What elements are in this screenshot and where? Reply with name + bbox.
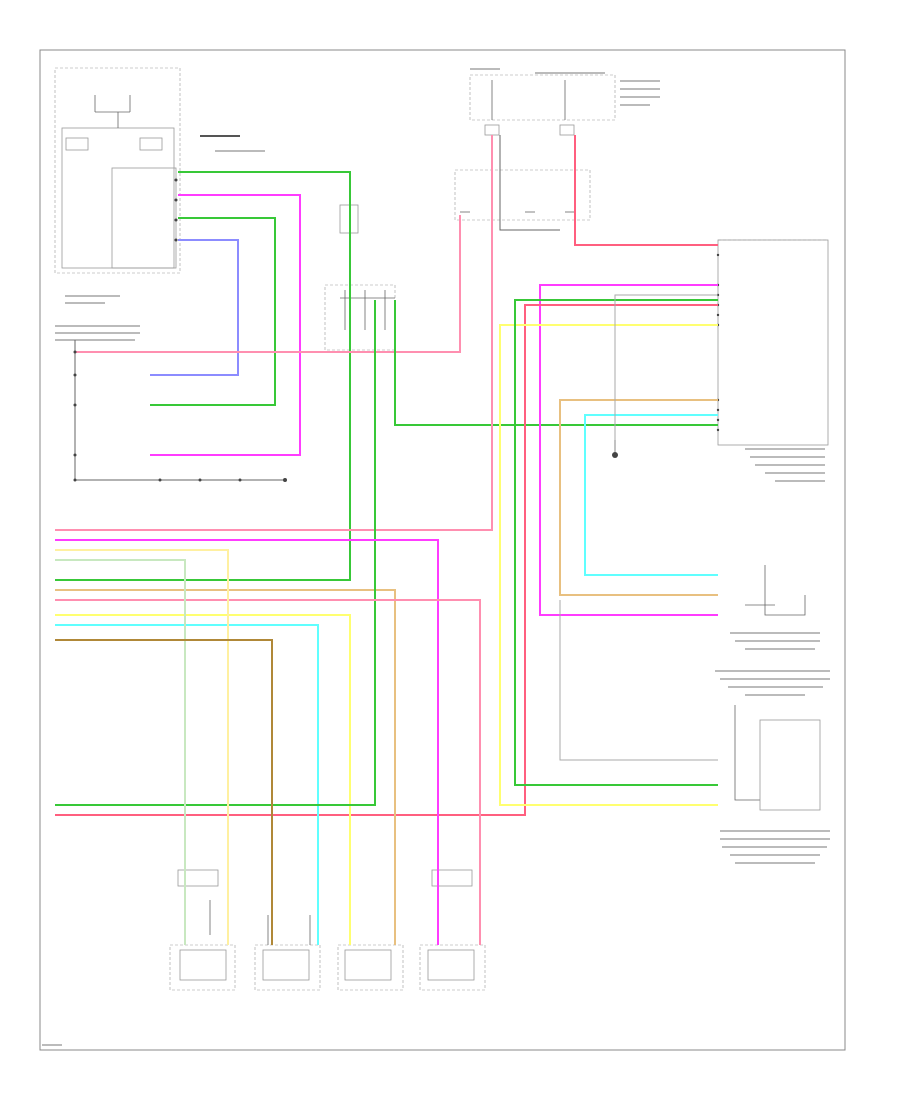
passenger-presence-sensor (734, 565, 821, 811)
wires (55, 135, 718, 945)
ground-symbol (612, 440, 618, 458)
fuse-block-top (454, 74, 616, 221)
tiny-labels (42, 68, 830, 1046)
diagram-frame (39, 49, 846, 1051)
instrument-panel-cluster (111, 167, 178, 269)
relay-block (324, 204, 396, 351)
fuse-block-top-left (54, 67, 181, 274)
sensing-module (716, 239, 829, 446)
connector-dots (73, 350, 287, 482)
